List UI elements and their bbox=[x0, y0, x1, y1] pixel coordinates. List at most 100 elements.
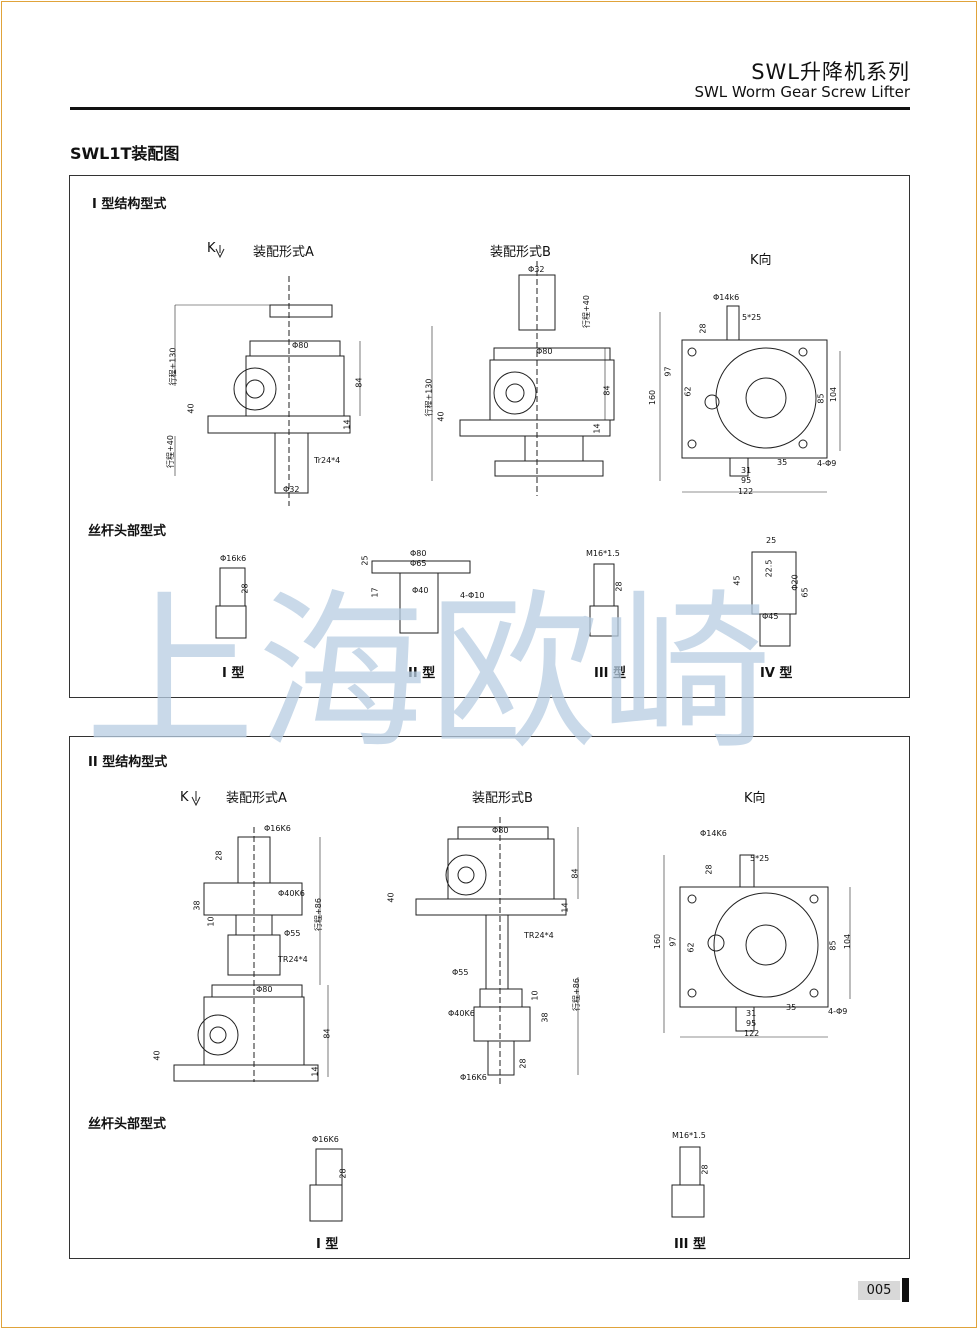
p2-head-iii-h: 28 bbox=[700, 1164, 710, 1175]
dim-a-h84: 84 bbox=[354, 377, 364, 388]
head-ii-d65: Φ65 bbox=[410, 559, 427, 568]
head-i-d: Φ16k6 bbox=[220, 554, 247, 563]
dim2-k-d14: Φ14K6 bbox=[700, 829, 727, 838]
head-ii-body bbox=[399, 572, 439, 634]
screw-heads-title-2: 丝杆头部型式 bbox=[88, 1117, 167, 1132]
dim2-k-w122: 122 bbox=[744, 1029, 760, 1038]
k-view-label-2: K向 bbox=[744, 791, 766, 806]
assembly-a-drawing-2 bbox=[173, 791, 329, 1082]
panel-1-drawings bbox=[174, 245, 841, 647]
page-number-bar bbox=[902, 1278, 909, 1302]
dim2-k-w31: 31 bbox=[746, 1009, 757, 1018]
dim2-b-d55: Φ55 bbox=[452, 968, 469, 977]
dim2-a-d55: Φ55 bbox=[284, 929, 301, 938]
assembly-a-drawing bbox=[174, 245, 361, 506]
panel-1-heading: I 型结构型式 bbox=[92, 197, 167, 212]
dim2-k-h104: 104 bbox=[843, 933, 853, 950]
p2-head-i-d: Φ16K6 bbox=[312, 1135, 339, 1144]
form-a-label: 装配形式A bbox=[253, 245, 314, 260]
head-iii-body bbox=[589, 605, 619, 637]
head-ii-h17: 17 bbox=[370, 587, 380, 598]
dim2-b-stroke86: 行程+86 bbox=[571, 978, 581, 1011]
dim-a-stroke40: 行程+40 bbox=[165, 435, 175, 468]
head-iv-d45: Φ45 bbox=[762, 612, 779, 621]
dim2-b-h38: 38 bbox=[540, 1012, 550, 1023]
dim2-k-h62: 62 bbox=[686, 942, 696, 953]
head-iv-h22: 22.5 bbox=[764, 559, 774, 578]
dim2-k-w95: 95 bbox=[746, 1019, 757, 1028]
page-number: 005 bbox=[858, 1281, 900, 1300]
dim-b-h14: 14 bbox=[592, 423, 602, 434]
head-iv-w25: 25 bbox=[766, 536, 777, 545]
series-title-cn: SWL升降机系列 bbox=[751, 60, 910, 84]
dim-k-w31: 31 bbox=[741, 466, 752, 475]
head-iv-h65: 65 bbox=[800, 587, 810, 598]
dim2-k-key: 5*25 bbox=[750, 854, 770, 863]
dim2-b-h28: 28 bbox=[518, 1058, 528, 1069]
dim2-k-h160: 160 bbox=[653, 933, 663, 950]
head-ii-h25: 25 bbox=[360, 555, 370, 566]
dim-k-holes: 4-Φ9 bbox=[817, 459, 837, 468]
dim2-a-h28: 28 bbox=[214, 850, 224, 861]
dim2-b-h10: 10 bbox=[530, 990, 540, 1001]
dim2-k-h28: 28 bbox=[704, 864, 714, 875]
dim-k-h85: 85 bbox=[816, 393, 826, 404]
head-iii-thread bbox=[593, 563, 615, 607]
head-iv-d20: Φ20 bbox=[790, 574, 800, 591]
dim2-b-d80: Φ80 bbox=[492, 826, 509, 835]
dim-a-d32: Φ32 bbox=[283, 485, 300, 494]
dim-k-h104: 104 bbox=[829, 386, 839, 403]
p2-head-i-body bbox=[309, 1184, 343, 1222]
dim-b-h40: 40 bbox=[436, 411, 446, 422]
head-iv-h45: 45 bbox=[732, 575, 742, 586]
dim2-a-d80: Φ80 bbox=[256, 985, 273, 994]
dim-b-stroke130: 行程+130 bbox=[424, 378, 434, 417]
screw-heads-title-1: 丝杆头部型式 bbox=[88, 524, 167, 539]
dim-k-h97: 97 bbox=[663, 366, 673, 377]
dim2-a-d40: Φ40K6 bbox=[278, 889, 305, 898]
p2-head-iii-label: III 型 bbox=[674, 1237, 707, 1252]
panel-type-2: II 型结构型式 K 装配形式A 装配形式B K向 Φ16K6 28 Φ40K6… bbox=[69, 736, 910, 1259]
head-ii-d80: Φ80 bbox=[410, 549, 427, 558]
dim2-b-tr: TR24*4 bbox=[524, 931, 554, 940]
dim-k-d14: Φ14k6 bbox=[713, 293, 740, 302]
form-b-label: 装配形式B bbox=[490, 245, 551, 260]
head-i-h: 28 bbox=[240, 583, 250, 594]
dim2-a-tr: TR24*4 bbox=[278, 955, 308, 964]
dim2-b-h84: 84 bbox=[570, 868, 580, 879]
dim-k-h160: 160 bbox=[648, 389, 658, 406]
assembly-b-drawing-2 bbox=[415, 817, 579, 1087]
head-i-body bbox=[215, 605, 247, 639]
header-rule bbox=[70, 107, 910, 110]
dim-k-w35: 35 bbox=[777, 458, 788, 467]
dim-a-tr: Tr24*4 bbox=[314, 456, 341, 465]
dim-k-w95: 95 bbox=[741, 476, 752, 485]
head-iv-label: IV 型 bbox=[760, 666, 793, 681]
dim-k-key: 5*25 bbox=[742, 313, 762, 322]
k-arrow-label: K bbox=[207, 241, 216, 256]
dim2-a-stroke86: 行程+86 bbox=[313, 898, 323, 931]
dim-b-stroke40: 行程+40 bbox=[581, 295, 591, 328]
p2-head-iii-body bbox=[671, 1184, 705, 1218]
dim2-k-h85: 85 bbox=[828, 940, 838, 951]
dim2-b-d40: Φ40K6 bbox=[448, 1009, 475, 1018]
p2-head-i-h: 28 bbox=[338, 1168, 348, 1179]
head-ii-holes: 4-Φ10 bbox=[460, 591, 485, 600]
p2-head-iii-thread: M16*1.5 bbox=[672, 1131, 706, 1140]
panel-type-1: I 型结构型式 K 装配形式A 装配形式B K向 Φ80 行程+130 行程+4… bbox=[69, 175, 910, 698]
head-ii-label: II 型 bbox=[408, 666, 436, 681]
k-arrow-label-2: K bbox=[180, 790, 189, 805]
form-a-label-2: 装配形式A bbox=[226, 791, 287, 806]
p2-head-iii-thread bbox=[679, 1146, 701, 1186]
k-view-label: K向 bbox=[750, 253, 772, 268]
dim-b-h84: 84 bbox=[602, 385, 612, 396]
p2-head-i-label: I 型 bbox=[316, 1237, 339, 1252]
dim-a-d80: Φ80 bbox=[292, 341, 309, 350]
head-iii-label: III 型 bbox=[594, 666, 627, 681]
series-title-en: SWL Worm Gear Screw Lifter bbox=[694, 83, 910, 101]
dim2-a-h40: 40 bbox=[152, 1050, 162, 1061]
dim-b-d32: Φ32 bbox=[528, 265, 545, 274]
k-view-drawing bbox=[659, 305, 841, 493]
dim2-a-h10: 10 bbox=[206, 916, 216, 927]
p2-head-i-shaft bbox=[315, 1148, 343, 1186]
